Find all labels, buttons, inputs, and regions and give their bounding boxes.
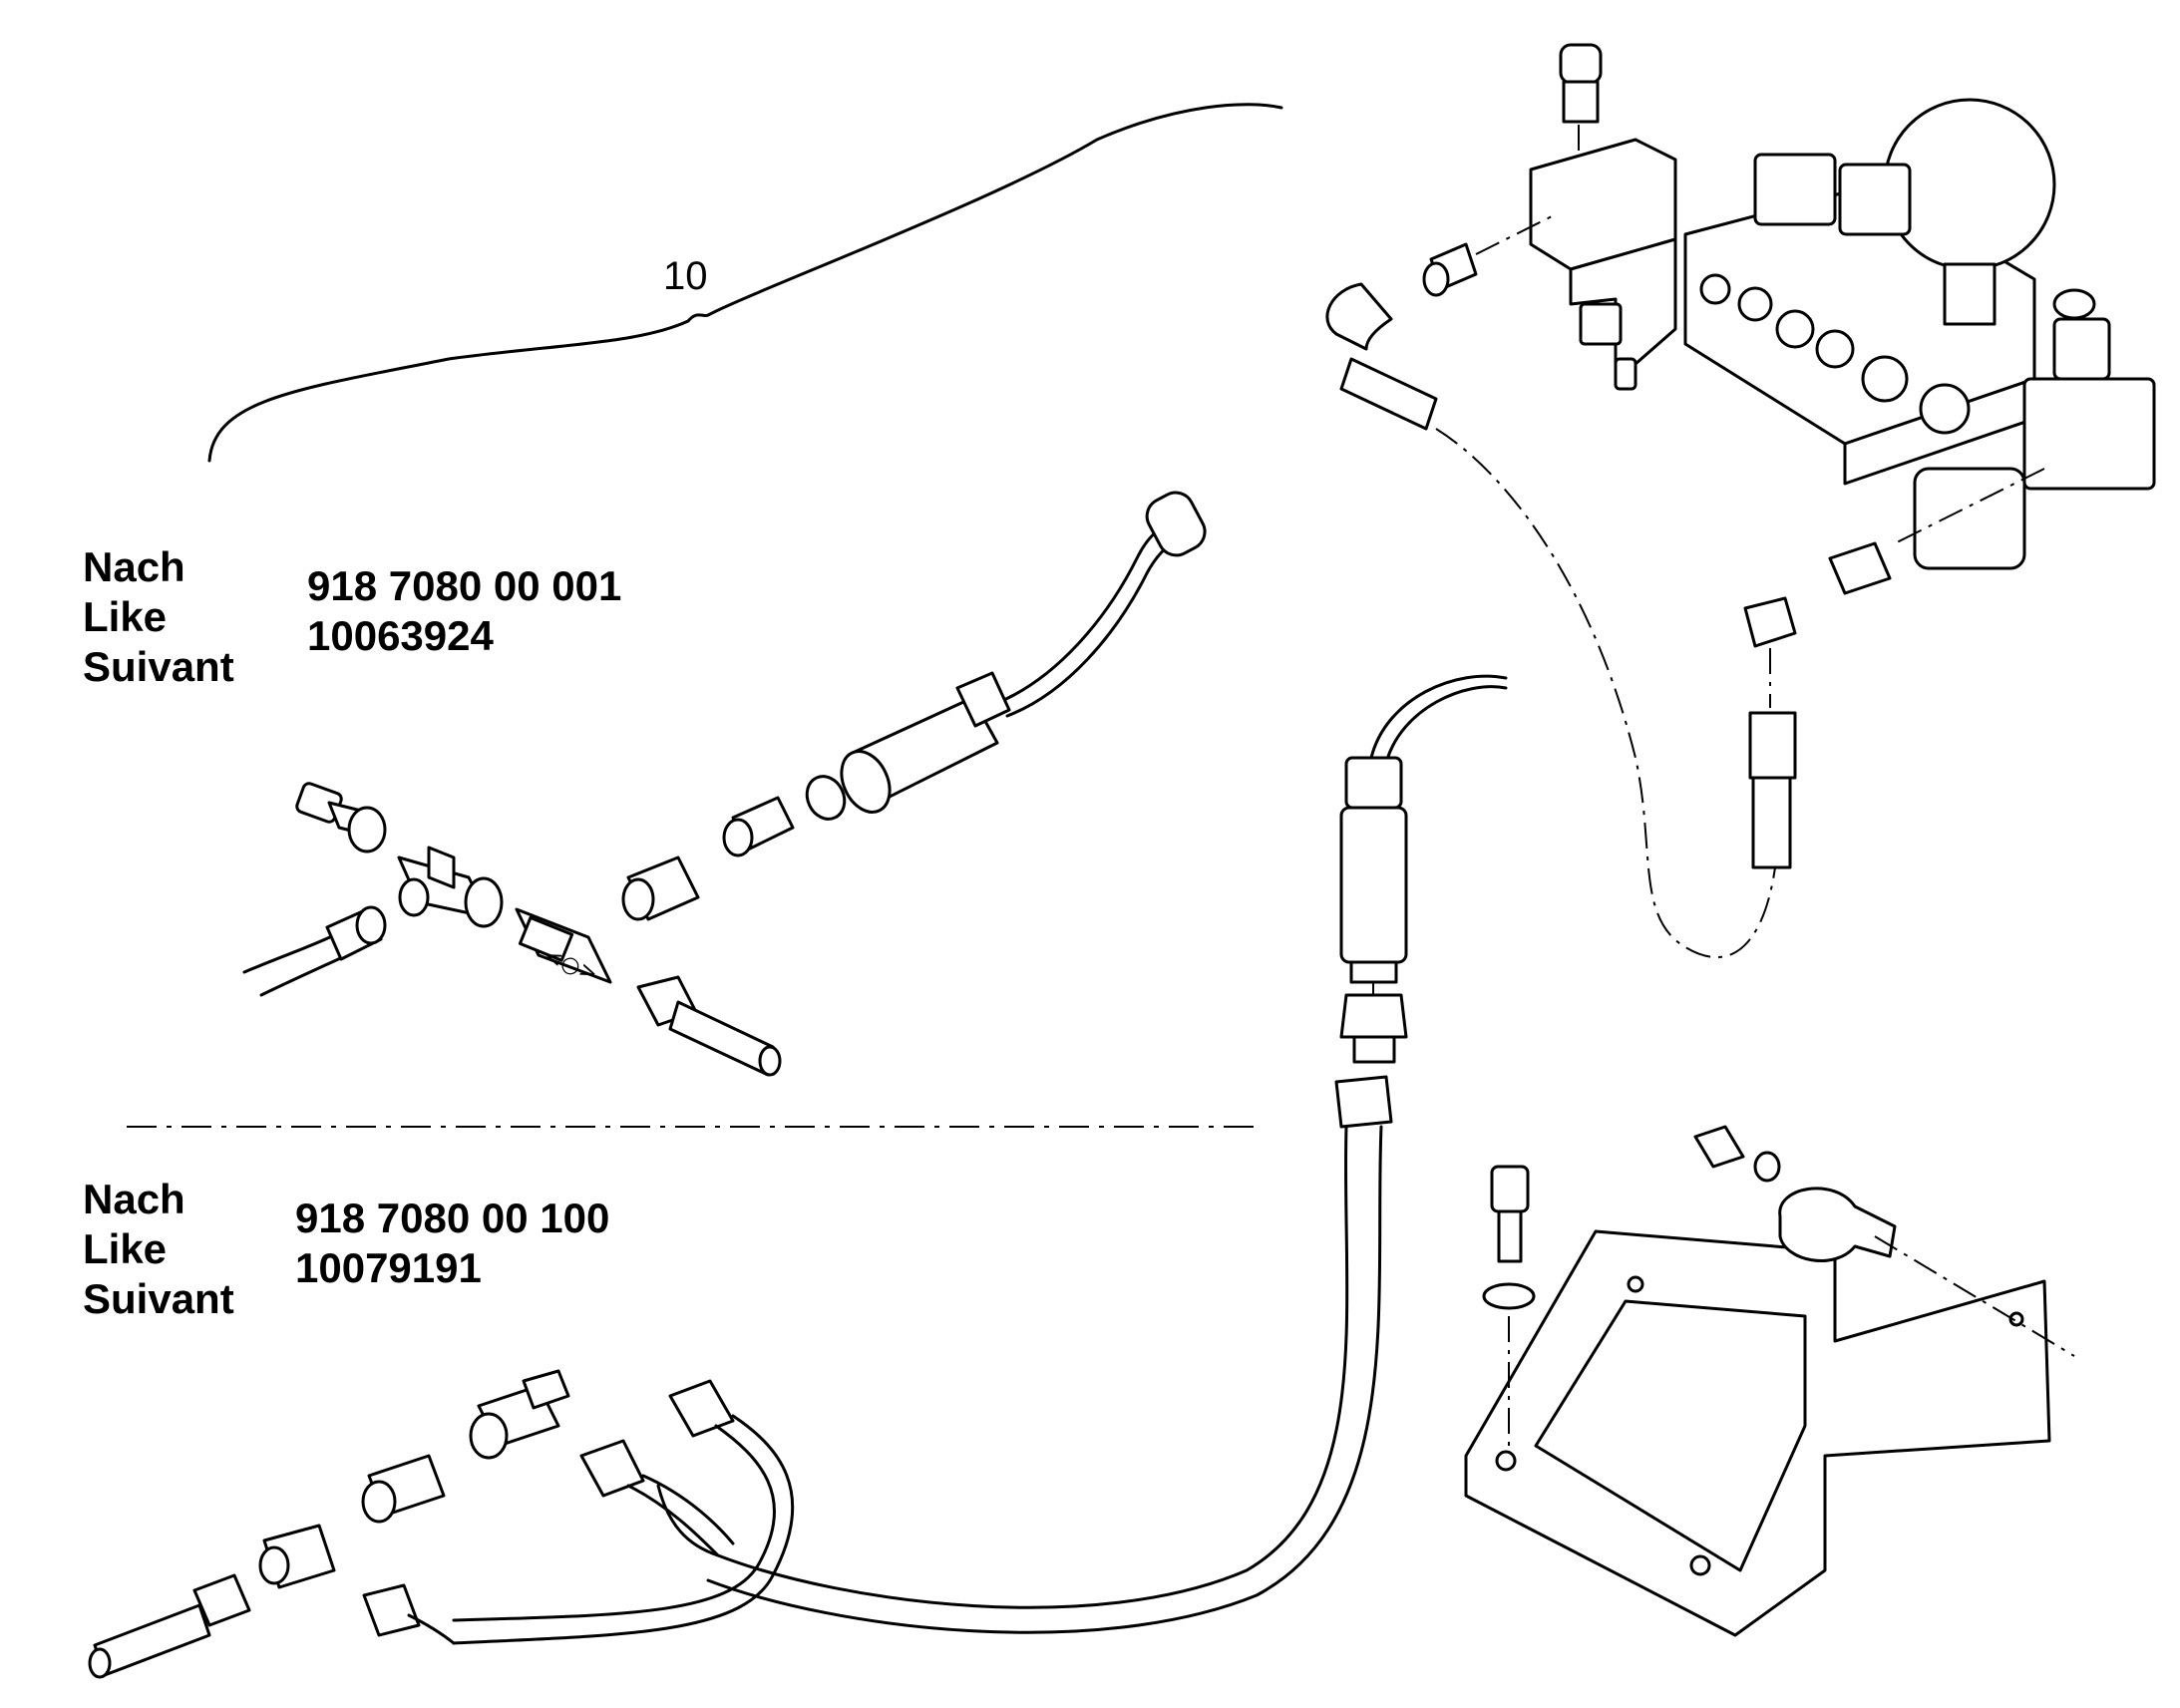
variant-2-label: Nach Like Suivant 918 7080 00 100 100791… [83,1176,609,1322]
tee-fitting-2 [469,1369,570,1460]
valve-block-assembly [1325,43,2156,959]
mounting-bracket [1464,1125,2075,1637]
variant-1-lang-nach: Nach [83,543,185,590]
variant-2-parts [88,1369,795,1679]
variant-2-lang-suivant: Suivant [83,1275,234,1322]
variant-1-lang-like: Like [83,593,167,640]
variant-2-lang-like: Like [83,1225,167,1272]
variant-1-label: Nach Like Suivant 918 7080 00 001 100639… [83,543,621,690]
variant-1-lang-suivant: Suivant [83,643,234,690]
variant-1-part-number: 918 7080 00 001 [307,562,621,609]
coupling-nut [621,855,700,921]
variant-2-part-number: 918 7080 00 100 [295,1195,609,1241]
variant-1-parts: <○> [242,491,1207,1077]
variant-1-ref-number: 10063924 [307,612,495,659]
variant-2-ref-number: 10079191 [295,1244,482,1291]
callout-group: 10 [207,103,1283,463]
hose-left [242,905,387,997]
pipe-with-sleeve [636,975,782,1077]
pressure-switch [805,671,1011,821]
pressure-sensor-hose [656,674,1508,1634]
check-valve: <○> [515,907,612,987]
screw-in-fitting [295,782,387,854]
callout-brace [207,103,1283,463]
variant-2-lang-nach: Nach [83,1176,185,1222]
tee-fitting [397,846,504,928]
nipple-fitting [722,796,795,857]
callout-number: 10 [663,254,708,298]
